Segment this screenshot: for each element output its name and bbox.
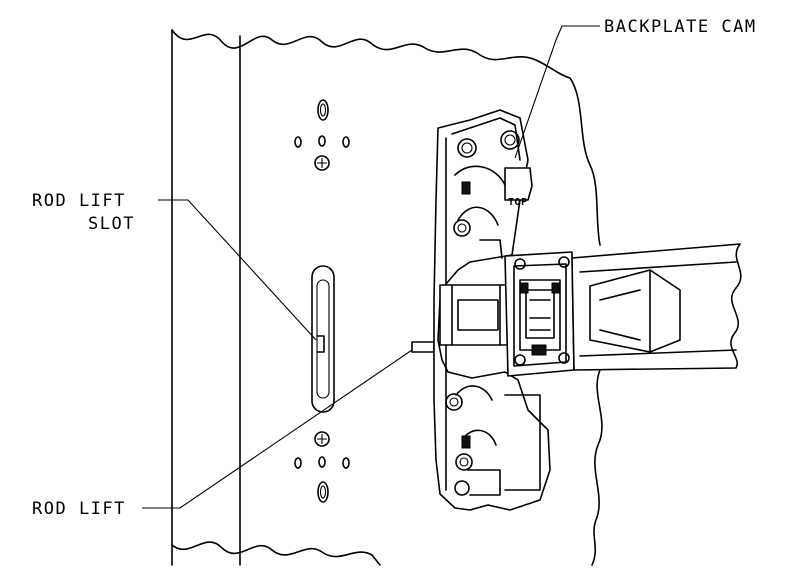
top-marking: TOP — [508, 197, 528, 208]
chassis-block — [439, 284, 513, 346]
lever-mount — [504, 251, 575, 377]
lever-arm — [571, 243, 742, 371]
upper-hole-pattern — [294, 99, 350, 171]
label-backplate-cam: BACKPLATE CAM — [604, 17, 757, 37]
leader-lines — [142, 25, 600, 509]
lower-hole-pattern — [294, 431, 350, 503]
label-rod-lift-slot-line1: ROD LIFT — [32, 191, 126, 211]
door-panel — [171, 29, 603, 566]
label-rod-lift-slot-line2: SLOT — [88, 214, 135, 234]
rod-lift-slot — [311, 265, 335, 413]
rod-lift-pin — [411, 341, 435, 353]
label-rod-lift: ROD LIFT — [32, 499, 126, 519]
